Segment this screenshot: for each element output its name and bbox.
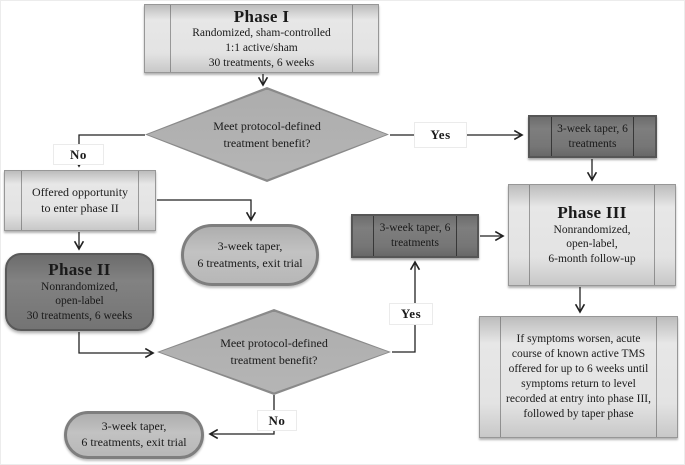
- phase3-line: open-label,: [566, 238, 618, 251]
- taper-mid-box: 3-week taper, 6 treatments: [351, 214, 479, 258]
- decision1-text: Meet protocol-defined: [213, 118, 321, 133]
- offered-line: to enter phase II: [41, 200, 119, 215]
- phase1-title: Phase I: [233, 6, 290, 26]
- phase1-line: 1:1 active/sham: [225, 41, 298, 54]
- connector-offered-to-exit-trial: [157, 199, 257, 222]
- phase2-content: Phase II Nonrandomized, open-label 30 tr…: [7, 255, 152, 329]
- offered-line: Offered opportunity: [31, 185, 129, 200]
- side-strip-left: [509, 185, 530, 285]
- side-strip-left: [353, 216, 374, 256]
- phase3-box: Phase III Nonrandomized, open-label, 6-m…: [508, 184, 676, 286]
- no2-label: No: [257, 410, 297, 431]
- side-strip-left: [5, 171, 22, 230]
- phase1-content: Phase I Randomized, sham-controlled 1:1 …: [145, 5, 378, 72]
- taper-right-line: treatments: [568, 137, 617, 150]
- taper-right-line: 3-week taper, 6: [557, 122, 628, 135]
- decision1-text: treatment benefit?: [223, 135, 311, 150]
- worsen-text: If symptoms worsen, acute course of know…: [506, 333, 651, 420]
- decision2-text: Meet protocol-defined: [220, 336, 328, 351]
- no1-label: No: [53, 144, 104, 165]
- side-strip-left: [530, 117, 552, 156]
- side-strip-right: [352, 5, 378, 72]
- exit-trial-bottom-content: 3-week taper, 6 treatments, exit trial: [67, 414, 201, 456]
- connector-decision2-no-to-exit-trial: [208, 395, 275, 440]
- phase2-line: 30 treatments, 6 weeks: [26, 310, 133, 323]
- phase1-line: Randomized, sham-controlled: [192, 27, 331, 40]
- phase2-line: Nonrandomized,: [41, 280, 118, 293]
- exit-trial-top-content: 3-week taper, 6 treatments, exit trial: [184, 227, 316, 283]
- taper-mid-line: treatments: [391, 237, 439, 249]
- exit-trial-top-line: 3-week taper,: [217, 239, 283, 254]
- phase3-content: Phase III Nonrandomized, open-label, 6-m…: [509, 185, 675, 285]
- phase1-box: Phase I Randomized, sham-controlled 1:1 …: [144, 4, 379, 73]
- exit-trial-top-box: 3-week taper, 6 treatments, exit trial: [181, 224, 319, 286]
- exit-trial-bottom-line: 3-week taper,: [101, 419, 167, 434]
- connector-phase2-to-decision2: [78, 332, 155, 359]
- side-strip-left: [145, 5, 171, 72]
- offered-box: Offered opportunity to enter phase II: [4, 170, 156, 231]
- taper-right-box: 3-week taper, 6 treatments: [528, 115, 657, 158]
- yes1-label: Yes: [414, 122, 467, 148]
- side-strip-right: [633, 117, 655, 156]
- phase2-box: Phase II Nonrandomized, open-label 30 tr…: [5, 253, 154, 331]
- worsen-content: If symptoms worsen, acute course of know…: [480, 317, 677, 437]
- phase3-line: Nonrandomized,: [553, 223, 631, 236]
- exit-trial-bottom-line: 6 treatments, exit trial: [81, 435, 187, 449]
- side-strip-right: [656, 317, 677, 437]
- phase2-title: Phase II: [48, 260, 111, 280]
- worsen-box: If symptoms worsen, acute course of know…: [479, 316, 678, 438]
- yes2-label: Yes: [389, 303, 433, 325]
- decision2-text: treatment benefit?: [230, 353, 318, 367]
- side-strip-right: [138, 171, 155, 230]
- exit-trial-top-line: 6 treatments, exit trial: [197, 256, 303, 270]
- side-strip-left: [480, 317, 501, 437]
- side-strip-right: [654, 185, 675, 285]
- phase2-line: open-label: [55, 295, 104, 308]
- phase3-title: Phase III: [557, 203, 627, 223]
- exit-trial-bottom-box: 3-week taper, 6 treatments, exit trial: [64, 411, 204, 459]
- side-strip-right: [456, 216, 477, 256]
- taper-mid-line: 3-week taper, 6: [379, 222, 451, 235]
- taper-right-content: 3-week taper, 6 treatments: [530, 117, 655, 156]
- phase3-line: 6-month follow-up: [548, 253, 636, 266]
- offered-content: Offered opportunity to enter phase II: [5, 171, 155, 230]
- connector-decision2-yes-to-taper-mid: [392, 260, 421, 353]
- phase1-line: 30 treatments, 6 weeks: [208, 56, 315, 69]
- taper-mid-content: 3-week taper, 6 treatments: [353, 216, 477, 256]
